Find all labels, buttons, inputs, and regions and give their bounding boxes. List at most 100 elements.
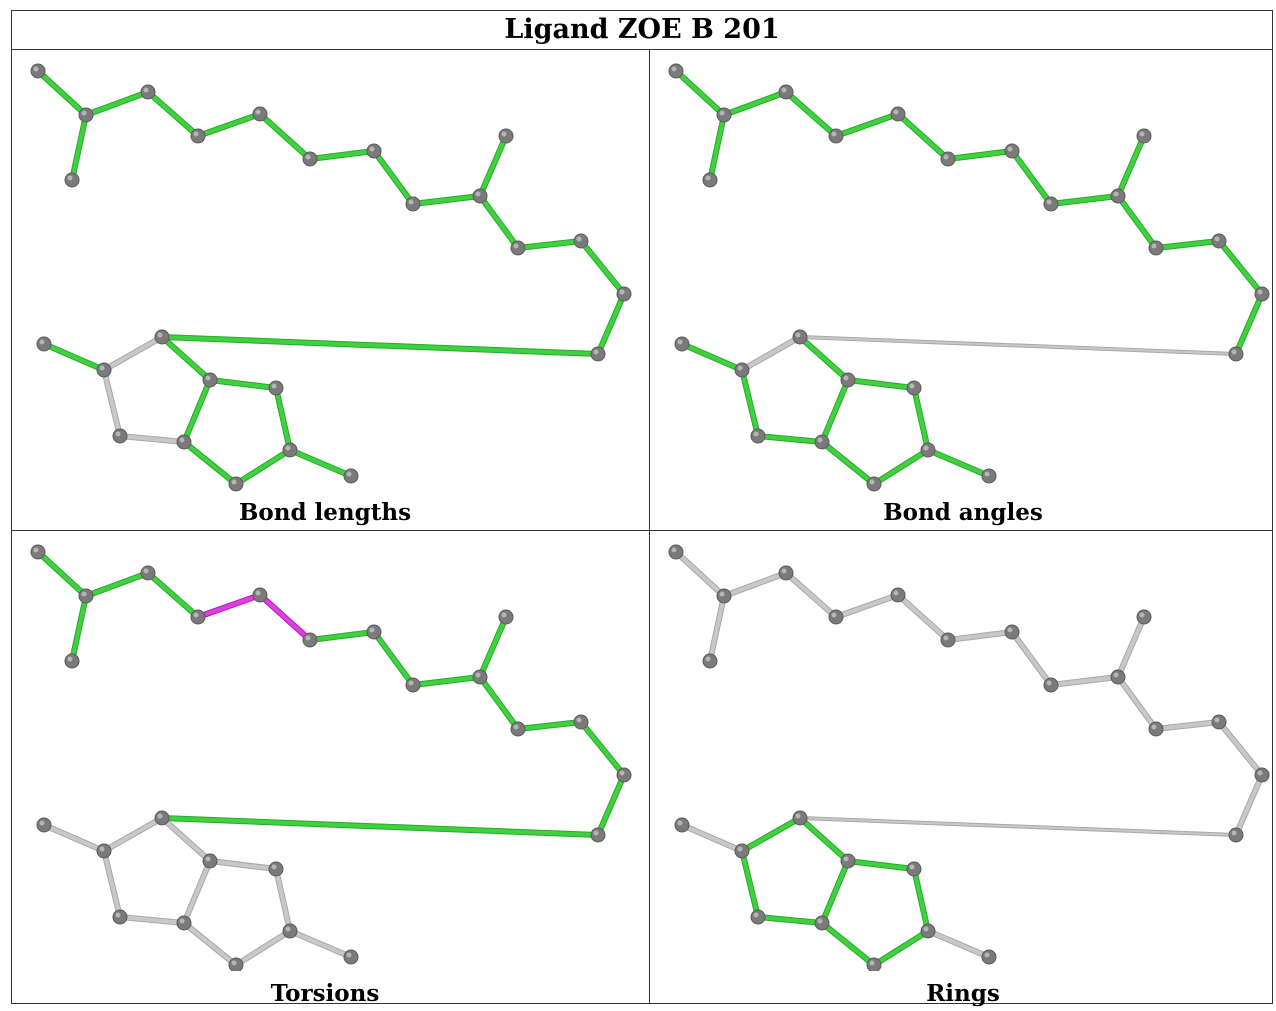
atom-highlight xyxy=(369,146,375,152)
bond xyxy=(834,593,900,619)
atom-highlight xyxy=(39,339,45,345)
atom-highlight xyxy=(475,191,481,197)
atom xyxy=(302,151,318,167)
atom-highlight xyxy=(271,864,277,870)
atom xyxy=(1043,196,1059,212)
atom-highlight xyxy=(255,590,261,596)
atom xyxy=(840,372,856,388)
bond xyxy=(798,335,850,382)
atom-highlight xyxy=(893,109,899,115)
atom-highlight xyxy=(843,375,849,381)
bond xyxy=(820,859,850,925)
bond xyxy=(118,434,186,444)
atom xyxy=(140,565,156,581)
atom-highlight xyxy=(1151,243,1157,249)
atom xyxy=(190,128,206,144)
atom xyxy=(190,609,206,625)
bond xyxy=(946,630,1014,642)
atom xyxy=(252,587,268,603)
atom xyxy=(154,329,170,345)
atom-highlight xyxy=(369,627,375,633)
bond xyxy=(1154,239,1221,250)
atom-highlight xyxy=(99,365,105,371)
atom-highlight xyxy=(817,918,823,924)
atom-highlight xyxy=(1151,724,1157,730)
atom-highlight xyxy=(475,672,481,678)
atom xyxy=(36,817,52,833)
bond xyxy=(258,593,312,642)
bond xyxy=(478,615,508,679)
bond xyxy=(372,149,415,206)
bond xyxy=(896,593,950,642)
atom xyxy=(716,107,732,123)
panel-caption: Bond lengths xyxy=(238,499,412,526)
atom-highlight xyxy=(305,635,311,641)
atom-highlight xyxy=(869,960,875,966)
figure-frame: Ligand ZOE B 201 Bond lengths Bond angle… xyxy=(11,10,1276,1007)
atom-highlight xyxy=(943,154,949,160)
bond xyxy=(674,550,726,598)
atom-highlight xyxy=(719,591,725,597)
atom xyxy=(1110,188,1126,204)
atom-highlight xyxy=(923,445,929,451)
atom xyxy=(1004,143,1020,159)
atom xyxy=(840,853,856,869)
bond xyxy=(1116,615,1146,679)
atom-highlight xyxy=(408,680,414,686)
bond xyxy=(84,571,150,598)
atom xyxy=(1254,767,1270,783)
bond xyxy=(680,342,744,372)
bond xyxy=(846,378,916,390)
panel-bond-angles: Bond angles xyxy=(650,50,1276,530)
bond xyxy=(1049,194,1120,206)
bond xyxy=(680,823,744,853)
atom xyxy=(176,915,192,931)
atom xyxy=(890,106,906,122)
atom xyxy=(202,372,218,388)
atom-highlight xyxy=(909,383,915,389)
atom xyxy=(734,843,750,859)
atom xyxy=(228,476,244,492)
atom xyxy=(674,817,690,833)
atom-highlight xyxy=(33,66,39,72)
atom xyxy=(282,923,298,939)
bond xyxy=(478,194,520,250)
atom xyxy=(716,588,732,604)
atom-highlight xyxy=(781,87,787,93)
atom-highlight xyxy=(1214,236,1220,242)
atom-highlight xyxy=(677,339,683,345)
bond xyxy=(784,571,838,619)
bond xyxy=(478,134,508,198)
bond xyxy=(912,386,930,452)
atom-highlight xyxy=(285,445,291,451)
bond xyxy=(234,929,292,967)
atom xyxy=(590,346,606,362)
panel-bond-lengths: Bond lengths xyxy=(12,50,638,530)
atom xyxy=(36,336,52,352)
atom-highlight xyxy=(619,289,625,295)
atom-highlight xyxy=(81,110,87,116)
atom xyxy=(268,861,284,877)
atom xyxy=(906,380,922,396)
bond xyxy=(799,336,1237,355)
molecule-bond-lengths xyxy=(30,63,632,492)
atom-highlight xyxy=(115,912,121,918)
bond xyxy=(160,335,600,356)
bond xyxy=(411,675,482,687)
atom xyxy=(252,106,268,122)
atom xyxy=(498,128,514,144)
atom-highlight xyxy=(1007,146,1013,152)
atom-highlight xyxy=(67,656,73,662)
atom xyxy=(78,107,94,123)
atom xyxy=(1043,677,1059,693)
atom xyxy=(778,84,794,100)
atom-highlight xyxy=(1257,289,1263,295)
bond xyxy=(926,929,991,959)
atom xyxy=(1254,286,1270,302)
bond xyxy=(579,720,626,777)
atom-highlight xyxy=(67,175,73,181)
bond xyxy=(579,239,626,296)
atom-highlight xyxy=(231,960,237,966)
bond xyxy=(274,386,292,452)
atom xyxy=(828,128,844,144)
